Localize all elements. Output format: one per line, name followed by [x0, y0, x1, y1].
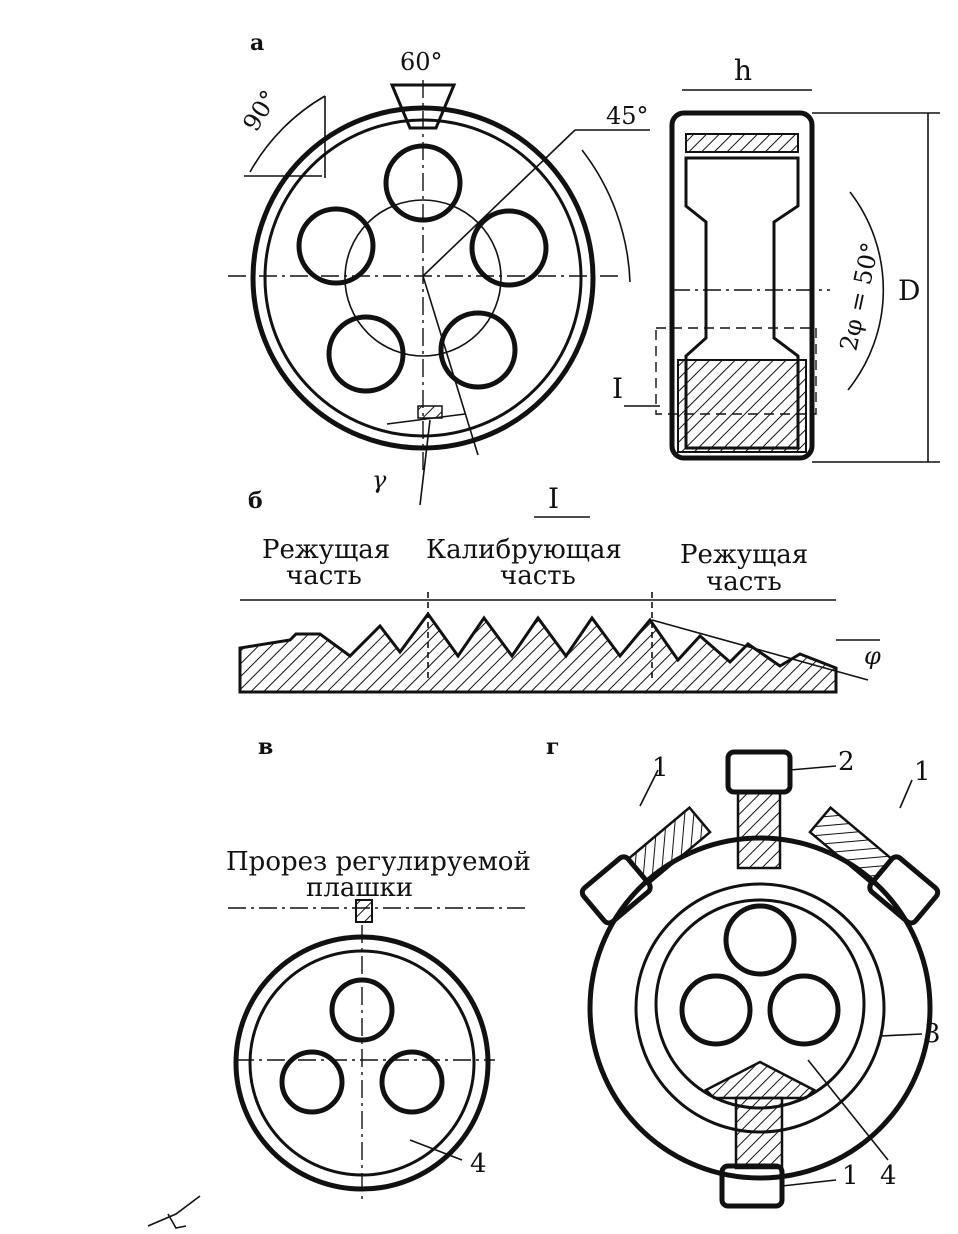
cutting-tooth-section: [417, 405, 443, 419]
phi-ray: [651, 619, 869, 681]
thread-circle: [344, 199, 502, 357]
slot-cut: [355, 899, 373, 923]
callout-leader-3: [879, 1033, 923, 1037]
angle-2phi-arc: [847, 191, 885, 391]
label-calibrating-2: часть: [500, 561, 576, 591]
wedge-insert: [703, 1060, 817, 1100]
detail-i-frame: [655, 327, 817, 415]
chip-hole: [767, 973, 841, 1047]
screw-head-2: [725, 749, 793, 795]
gamma-arc: [386, 413, 466, 425]
angle-45-arc: [581, 149, 631, 283]
profile-title: I: [548, 482, 559, 515]
chip-hole: [379, 1049, 445, 1115]
chip-hole: [326, 314, 406, 394]
screw-thread-bottom: [734, 1096, 784, 1170]
panel-g-die-holder: г 2 1 1 1 3 4: [546, 734, 941, 1209]
side-hatched-section: [677, 359, 807, 453]
detail-i-label: I: [612, 372, 623, 405]
label-cutting-left-1: Режущая: [262, 535, 390, 565]
angle-45-label: 45°: [606, 102, 649, 130]
screw-left: [579, 805, 712, 926]
panel-a-front-view: а 60° 90° 45° γ: [228, 30, 650, 506]
label-cutting-right-2: часть: [706, 567, 782, 597]
panel-label-v: в: [258, 734, 273, 760]
slot-caption-2: плашки: [306, 873, 413, 903]
screw-thread-left: [626, 805, 712, 886]
callout-1c: 1: [842, 1161, 859, 1191]
callout-4-v: 4: [470, 1149, 487, 1179]
callout-1b: 1: [914, 757, 931, 787]
screw-head-bottom: [719, 1163, 785, 1209]
angle-60-label: 60°: [400, 48, 443, 76]
chip-hole: [438, 310, 518, 390]
slot-caption-1: Прорез регулируемой: [226, 847, 531, 877]
gamma-label: γ: [372, 466, 387, 494]
callout-2: 2: [838, 747, 855, 777]
callout-4-g: 4: [880, 1161, 897, 1191]
panel-b-profile: б I Режущая часть Калибрующая часть Режу…: [238, 482, 881, 694]
callout-leader-1a: [639, 769, 659, 807]
panel-a-side-section: h D 2φ = 50° I: [612, 54, 940, 463]
label-cutting-left-2: часть: [286, 561, 362, 591]
panel-label-a: а: [250, 30, 264, 56]
thread-profile: [238, 611, 838, 694]
angle-ray-45: [422, 129, 576, 277]
adjusting-notch: [389, 83, 457, 130]
callout-leader-4: [409, 1139, 463, 1161]
chip-hole: [279, 1049, 345, 1115]
callout-3: 3: [924, 1019, 941, 1049]
die-outer-rim: [250, 105, 596, 451]
gamma-leader: [419, 419, 431, 506]
chip-hole: [469, 208, 549, 288]
screw-right: [808, 805, 941, 926]
pencil-scribble: [147, 1195, 201, 1229]
screw-thread-2: [736, 790, 782, 870]
side-hatched-top: [685, 133, 799, 153]
screw-thread-right: [808, 805, 894, 886]
chip-hole: [296, 206, 376, 286]
chip-hole: [723, 903, 797, 977]
label-calibrating-1: Калибрующая: [426, 535, 622, 565]
angle-90-arc: [249, 95, 326, 173]
callout-leader-4g: [807, 1059, 889, 1161]
panel-v-slotted-die: в Прорез регулируемой плашки 4: [226, 734, 531, 1200]
chip-holes: [296, 143, 549, 394]
phi-label: φ: [864, 642, 881, 670]
callout-leader-1c: [781, 1179, 837, 1187]
label-cutting-right-1: Режущая: [680, 540, 808, 570]
callout-1a: 1: [652, 753, 669, 783]
dim-d-label: D: [898, 274, 920, 307]
chip-hole: [679, 973, 753, 1047]
panel-label-b: б: [248, 488, 263, 514]
dim-h-label: h: [734, 54, 752, 87]
die-side-outline: [669, 110, 815, 461]
callout-leader-1b: [899, 779, 913, 809]
angle-90-label: 90°: [237, 85, 283, 136]
gamma-ray: [422, 275, 479, 456]
panel-label-g: г: [546, 734, 559, 760]
callout-leader-2: [789, 765, 837, 771]
